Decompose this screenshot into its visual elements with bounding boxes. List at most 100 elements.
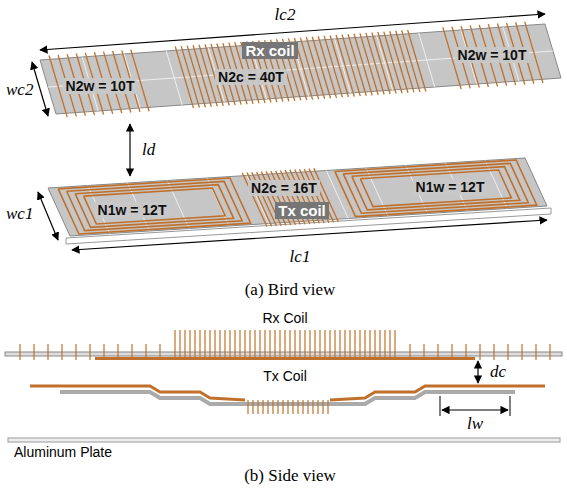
rx-winding-side: [234, 330, 235, 358]
tx-winding-side: [307, 400, 308, 414]
aluminum-plate-side: [8, 438, 560, 442]
rx-winding-side: [369, 330, 370, 358]
tx-winding-side: [262, 400, 263, 414]
rx-winding-side: [249, 330, 250, 358]
dimension-arrow: [72, 220, 547, 250]
turns-label: N1w = 12T: [413, 179, 488, 195]
rx-winding-side: [389, 330, 390, 358]
dimension-label: ld: [140, 140, 157, 160]
dimension-label: wc2: [4, 80, 35, 100]
rx-winding-side: [103, 344, 104, 360]
part-name: Tx Coil: [261, 368, 309, 384]
extension-line: [510, 396, 511, 416]
dimension-label: lc2: [273, 5, 298, 25]
rx-winding-side: [294, 330, 295, 358]
rx-winding-side: [309, 330, 310, 358]
rx-winding-side: [324, 330, 325, 358]
rx-winding-side: [379, 330, 380, 358]
rx-winding-side: [349, 330, 350, 358]
rx-winding-side: [19, 344, 20, 360]
rx-winding-side: [189, 330, 190, 358]
rx-winding-side: [384, 330, 385, 358]
rx-winding-side: [224, 330, 225, 358]
dimension-label: lc1: [288, 247, 313, 267]
rx-winding-side: [239, 330, 240, 358]
rx-winding-turn: [408, 30, 426, 92]
rx-winding-side: [254, 330, 255, 358]
tx-winding-side: [292, 400, 293, 414]
rx-winding-side: [61, 344, 62, 360]
rx-winding-side: [209, 330, 210, 358]
dimension-label: dc: [488, 362, 508, 382]
rx-winding-side: [535, 344, 536, 360]
tx-winding-side: [327, 400, 328, 414]
rx-winding-side: [374, 330, 375, 358]
turns-label: N2c = 40T: [215, 69, 287, 85]
tx-winding-side: [247, 400, 248, 414]
tx-winding-loop: [75, 185, 234, 228]
turns-label: N2c = 16T: [248, 180, 320, 196]
rx-winding-side: [284, 330, 285, 358]
dimension-label: lw: [465, 414, 485, 434]
rx-winding-side: [89, 344, 90, 360]
rx-winding-side: [354, 330, 355, 358]
rx-winding-side: [279, 330, 280, 358]
rx-winding-side: [304, 330, 305, 358]
rx-winding-side: [174, 330, 175, 358]
rx-winding-side: [47, 344, 48, 360]
tx-winding-loop: [360, 170, 511, 207]
rx-winding-side: [465, 344, 466, 360]
bird-view-art: [32, 14, 561, 250]
rx-winding-side: [199, 330, 200, 358]
coil-name: Rx coil: [242, 42, 297, 59]
tx-winding-side: [267, 400, 268, 414]
rx-winding-side: [319, 330, 320, 358]
dimension-arrow: [442, 409, 508, 410]
rx-winding-side: [359, 330, 360, 358]
dimension-label: wc1: [4, 204, 35, 224]
rx-winding-side: [334, 330, 335, 358]
rx-ferrite-plate: [40, 24, 561, 114]
rx-winding-side: [33, 344, 34, 360]
rx-winding-side: [219, 330, 220, 358]
rx-winding-side: [339, 330, 340, 358]
turns-label: N2w = 10T: [63, 78, 138, 94]
rx-winding-side: [117, 344, 118, 360]
rx-winding-side: [299, 330, 300, 358]
rx-winding-side: [479, 344, 480, 360]
rx-winding-side: [274, 330, 275, 358]
rx-winding-side: [204, 330, 205, 358]
turns-label: N1w = 12T: [95, 202, 170, 218]
coil-name: Tx coil: [275, 202, 329, 219]
dimension-arrow: [129, 124, 130, 176]
rx-winding-side: [131, 344, 132, 360]
tx-winding-loop: [67, 181, 242, 230]
rx-winding-side: [264, 330, 265, 358]
rx-winding-side: [289, 330, 290, 358]
rx-winding-side: [507, 344, 508, 360]
tx-winding-side: [287, 400, 288, 414]
rx-winding-side: [194, 330, 195, 358]
tx-winding-loop: [84, 188, 226, 224]
rx-winding-side: [229, 330, 230, 358]
tx-winding-loop: [352, 167, 520, 210]
rx-winding-side: [244, 330, 245, 358]
rx-winding-side: [364, 330, 365, 358]
rx-winding-side: [329, 330, 330, 358]
rx-winding-side: [259, 330, 260, 358]
dimension-arrow: [38, 192, 58, 240]
rx-winding-side: [394, 330, 395, 358]
rx-winding-side: [521, 344, 522, 360]
rx-winding-side: [451, 344, 452, 360]
side-view-art: [5, 330, 562, 442]
subfigure-caption: (b) Side view: [244, 466, 336, 486]
extension-line: [440, 396, 441, 416]
rx-winding-side: [423, 344, 424, 360]
part-name: Aluminum Plate: [12, 444, 114, 460]
rx-winding-side: [214, 330, 215, 358]
tx-winding-side: [277, 400, 278, 414]
subfigure-caption: (a) Bird view: [245, 280, 336, 300]
rx-winding-side: [145, 344, 146, 360]
dimension-arrow: [477, 361, 478, 383]
